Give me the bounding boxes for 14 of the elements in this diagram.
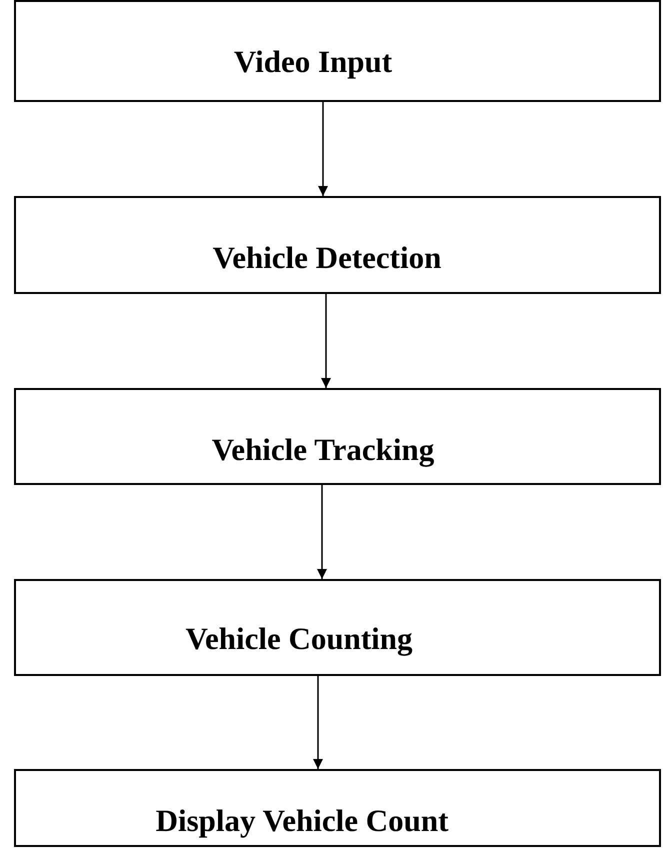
arrow — [313, 676, 323, 769]
box-label: Vehicle Detection — [212, 242, 442, 273]
process-box — [14, 388, 661, 485]
box-label: Vehicle Counting — [185, 623, 413, 654]
box-label: Vehicle Tracking — [212, 434, 434, 465]
arrow — [317, 485, 327, 579]
arrow — [318, 102, 328, 196]
process-box — [14, 579, 661, 676]
box-label: Video Input — [234, 46, 392, 77]
arrow — [321, 294, 331, 388]
box-label: Display Vehicle Count — [156, 805, 448, 836]
process-box — [14, 196, 661, 294]
process-box — [14, 769, 661, 847]
process-box — [14, 0, 661, 102]
